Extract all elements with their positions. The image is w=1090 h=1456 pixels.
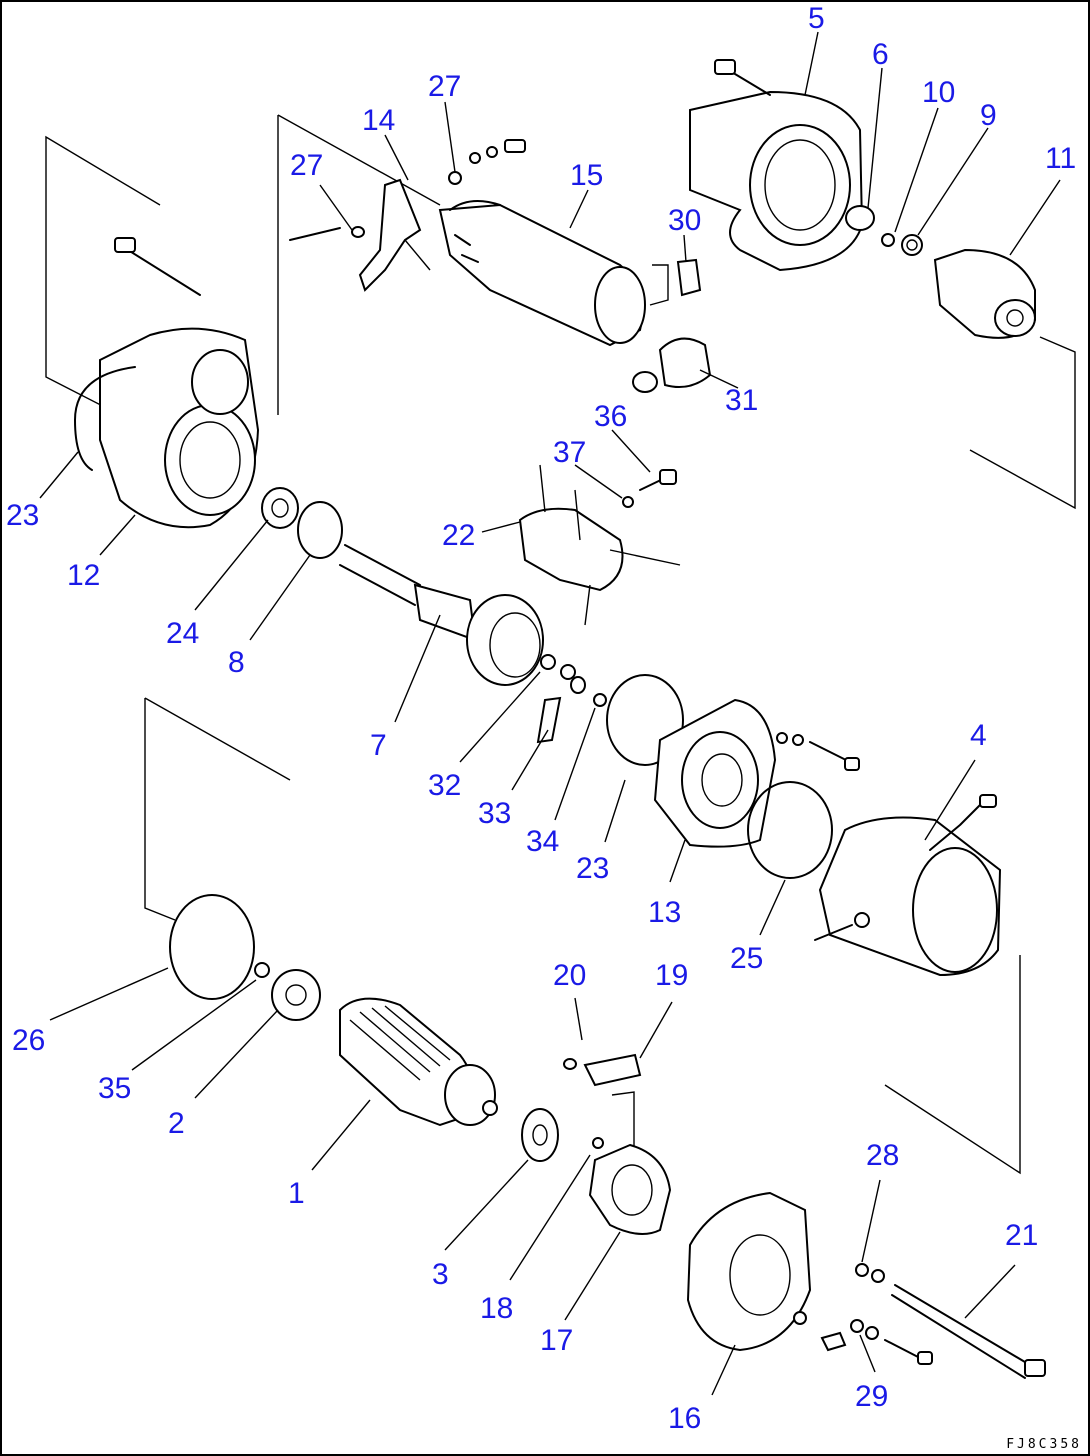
callout-1: 1 bbox=[288, 1177, 305, 1210]
part-25-o-ring bbox=[747, 781, 833, 879]
callout-27-top: 27 bbox=[428, 70, 461, 103]
callout-23-rear: 23 bbox=[576, 852, 609, 885]
part-35-washer bbox=[254, 962, 270, 978]
drawing-code: FJ8C358 bbox=[1006, 1437, 1082, 1452]
part-15-solenoid bbox=[438, 200, 646, 347]
callout-11: 11 bbox=[1045, 142, 1076, 175]
callout-2: 2 bbox=[168, 1107, 185, 1140]
part-20-screw bbox=[563, 1058, 577, 1070]
part-12-front-housing bbox=[99, 237, 260, 529]
part-13-gear-housing bbox=[653, 698, 860, 848]
part-5-housing bbox=[689, 59, 864, 272]
callout-20: 20 bbox=[553, 959, 586, 992]
part-32-washer bbox=[540, 654, 556, 670]
callout-18: 18 bbox=[480, 1292, 513, 1325]
callout-30: 30 bbox=[668, 204, 701, 237]
part-23-o-ring-rear bbox=[606, 674, 684, 766]
part-27-bolt-top bbox=[448, 139, 526, 185]
callout-9: 9 bbox=[980, 99, 997, 132]
part-28-washer bbox=[855, 1263, 869, 1277]
part-29-screw bbox=[820, 1319, 933, 1365]
callout-6: 6 bbox=[872, 38, 889, 71]
callout-8: 8 bbox=[228, 646, 245, 679]
part-30-cap bbox=[676, 258, 702, 297]
callout-3: 3 bbox=[432, 1258, 449, 1291]
callout-28: 28 bbox=[866, 1139, 899, 1172]
part-19-clip bbox=[583, 1053, 642, 1087]
part-27-bolt-left bbox=[289, 226, 365, 241]
callout-5: 5 bbox=[808, 2, 825, 35]
callout-25: 25 bbox=[730, 942, 763, 975]
callout-21: 21 bbox=[1005, 1219, 1038, 1252]
callout-36: 36 bbox=[594, 400, 627, 433]
part-34-washer bbox=[570, 676, 607, 707]
callout-33: 33 bbox=[478, 797, 511, 830]
callout-labels: 5 6 10 9 11 27 14 27 15 30 31 36 37 22 2… bbox=[6, 2, 1076, 1435]
part-24-bearing bbox=[261, 487, 299, 529]
callout-4: 4 bbox=[970, 719, 987, 752]
callout-12: 12 bbox=[67, 559, 100, 592]
part-4-yoke bbox=[814, 794, 1002, 977]
callout-23-front: 23 bbox=[6, 499, 39, 532]
callout-29: 29 bbox=[855, 1380, 888, 1413]
callout-22: 22 bbox=[442, 519, 475, 552]
part-26-o-ring bbox=[169, 894, 255, 1000]
callout-15: 15 bbox=[570, 159, 603, 192]
callout-13: 13 bbox=[648, 896, 681, 929]
callout-10: 10 bbox=[922, 76, 955, 109]
callout-24: 24 bbox=[166, 617, 199, 650]
part-9-spring bbox=[901, 234, 923, 256]
part-21-through-bolt bbox=[871, 1269, 1046, 1379]
callout-35: 35 bbox=[98, 1072, 131, 1105]
part-18-pin bbox=[592, 1137, 604, 1149]
callout-31: 31 bbox=[725, 384, 758, 417]
part-11-pinion-assembly bbox=[933, 248, 1036, 339]
callout-32: 32 bbox=[428, 769, 461, 802]
callout-27-left: 27 bbox=[290, 149, 323, 182]
assembly-guide-lines bbox=[45, 114, 1076, 1175]
part-14-shift-lever bbox=[358, 178, 431, 292]
part-33-pin bbox=[536, 664, 576, 744]
leader-lines bbox=[39, 31, 1061, 1396]
part-1-armature bbox=[339, 997, 498, 1127]
part-10-ring bbox=[881, 233, 895, 247]
part-2-bearing bbox=[271, 969, 321, 1021]
callout-14: 14 bbox=[362, 104, 395, 137]
callout-34: 34 bbox=[526, 825, 559, 858]
part-36-screw bbox=[639, 469, 677, 491]
callout-17: 17 bbox=[540, 1324, 573, 1357]
part-17-brush-plate bbox=[588, 1143, 672, 1235]
part-16-rear-cover bbox=[686, 1191, 812, 1352]
part-6-bearing bbox=[845, 205, 875, 231]
callout-7: 7 bbox=[370, 729, 387, 762]
part-3-bearing bbox=[521, 1108, 559, 1162]
part-7-shaft-gear bbox=[339, 544, 544, 686]
part-23-o-ring-front bbox=[74, 366, 136, 471]
callout-19: 19 bbox=[655, 959, 688, 992]
callout-37: 37 bbox=[553, 436, 586, 469]
part-37-washer bbox=[622, 496, 634, 508]
callout-16: 16 bbox=[668, 1402, 701, 1435]
part-22-brush-holder bbox=[518, 464, 681, 626]
part-8-clutch bbox=[297, 501, 343, 559]
callout-26: 26 bbox=[12, 1024, 45, 1057]
